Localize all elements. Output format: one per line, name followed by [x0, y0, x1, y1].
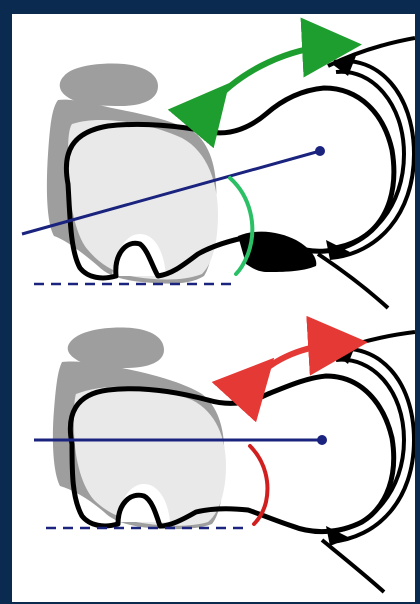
bottom-pelvis-lower-line — [322, 540, 384, 592]
top-femoral-head-center — [315, 146, 325, 156]
diagram-canvas — [12, 14, 415, 602]
hip-diagram-svg — [12, 14, 415, 602]
top-patella-bone — [60, 64, 158, 107]
bottom-panel — [34, 328, 415, 593]
top-pelvis-upper-line — [328, 38, 415, 66]
bottom-pelvis-upper-line — [328, 332, 415, 354]
top-pelvis-lower-line — [318, 254, 388, 308]
top-panel — [22, 38, 415, 308]
top-rotation-arrow — [210, 46, 332, 106]
bottom-femoral-head-center — [317, 435, 327, 445]
